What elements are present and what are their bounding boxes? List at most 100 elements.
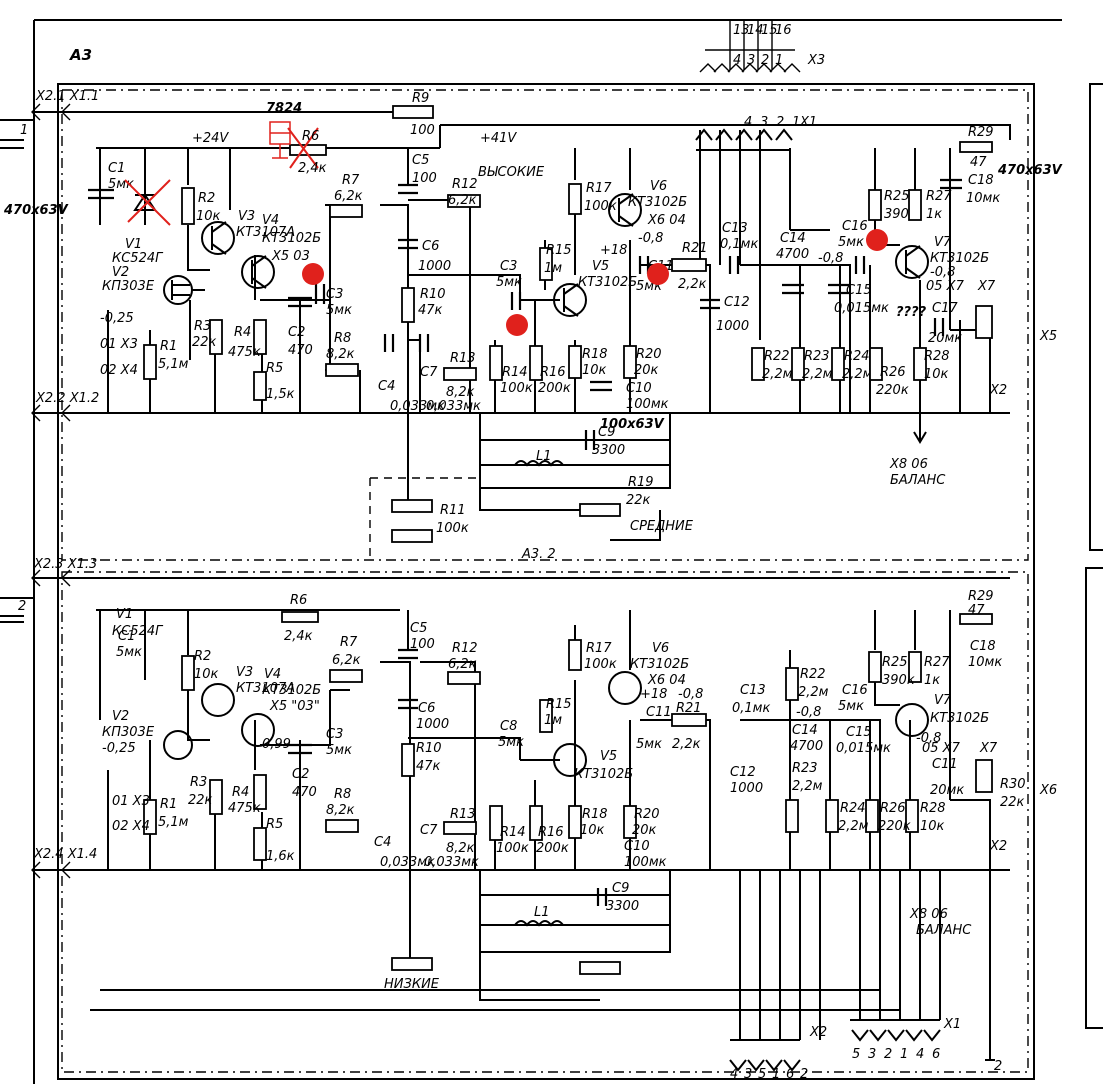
bottom-r22-label: R22	[800, 667, 826, 682]
bottom-v4-label: V4	[264, 667, 281, 682]
bottom-c9-label: C9	[612, 881, 629, 896]
bottom-x8: X8 06	[909, 907, 948, 922]
r23-label: R23	[804, 349, 830, 364]
r10-value: 47к	[418, 303, 443, 318]
c4-label: C4	[378, 379, 395, 394]
res-r10-top	[401, 287, 415, 323]
c16-label: C16	[842, 219, 868, 234]
x2-label-top: X2	[989, 383, 1007, 398]
bottom-c16-label: C16	[842, 683, 868, 698]
bottom-c8-value: 5мк	[498, 735, 524, 750]
c1-value: 5мк	[108, 177, 134, 192]
bottom-r4-label: R4	[232, 785, 249, 800]
r14-label: R14	[502, 365, 528, 380]
bottom-v3-type: КТ3107А	[236, 681, 295, 696]
x6-tag-top: X6 04	[647, 213, 686, 228]
c2-value: 470	[288, 343, 313, 358]
bottom-r26-label: R26	[880, 801, 906, 816]
bottom-r2-value: 10к	[194, 667, 219, 682]
bottom-c8-label: C8	[500, 719, 517, 734]
bottom-r13-value: 8,2к	[446, 841, 475, 856]
x2-bottom-pins: 4 3 5 1 6 2	[730, 1067, 808, 1082]
bottom-c7-label: C7	[420, 823, 438, 838]
r24-label: R24	[844, 349, 870, 364]
bottom-v2-voltage: -0,25	[102, 741, 136, 756]
v24-label: +24V	[192, 131, 229, 146]
r3-value: 22к	[192, 335, 217, 350]
red-dot-c3	[302, 263, 324, 285]
bottom-c10-label: C10	[624, 839, 650, 854]
red-dot-c11	[647, 263, 669, 285]
bottom-r16-label: R16	[538, 825, 564, 840]
bottom-c11b-label: C11	[932, 757, 958, 772]
pot-r19-top	[579, 503, 621, 517]
red-markers	[302, 229, 888, 336]
bottom-r25-value: 390к	[882, 673, 915, 688]
bottom-r16-value: 200к	[536, 841, 569, 856]
bottom-x4-point: 02 X4	[112, 819, 150, 834]
bottom-c15-label: C15	[846, 725, 872, 740]
c12-label: C12	[724, 295, 750, 310]
v4-type: КТ3102Б	[262, 231, 321, 246]
c10-value: 100мк	[626, 397, 669, 412]
red-dot-c8	[506, 314, 528, 336]
r29-label: R29	[968, 125, 994, 140]
cap-c12-top	[700, 298, 720, 310]
connector-x3-top	[699, 20, 801, 73]
cap-c5-top	[398, 183, 418, 195]
r1-label: R1	[160, 339, 177, 354]
cap-c9-top	[584, 430, 596, 450]
v6-type: КТ3102Б	[628, 195, 687, 210]
bottom-c13-label: C13	[740, 683, 766, 698]
bottom-r30-value: 22к	[1000, 795, 1025, 810]
res-r1-top	[143, 344, 157, 380]
r27-value: 1к	[926, 207, 942, 222]
r25-label: R25	[884, 189, 910, 204]
x4-point-top: 02 X4	[100, 363, 138, 378]
x5-tag-top: X5 03	[271, 249, 310, 264]
r5-label: R5	[266, 361, 283, 376]
c4-value: 0,033мк	[390, 399, 445, 414]
bottom-c18-label: C18	[970, 639, 996, 654]
x3-top-pins-upper: 13 14 15 16	[733, 23, 792, 38]
bottom-r22-value: 2,2м	[798, 685, 829, 700]
r5-value: 1,5к	[266, 387, 295, 402]
bottom-r18-label: R18	[582, 807, 608, 822]
bottom-r17-label: R17	[586, 641, 612, 656]
note-unknown: ????	[896, 305, 927, 320]
x5-label-right: X5	[1039, 329, 1057, 344]
bottom-r15-value: 1м	[544, 713, 562, 728]
bottom-l1-label: L1	[534, 905, 550, 920]
bottom-r5-value: 1,6к	[266, 849, 295, 864]
r21-value: 2,2к	[678, 277, 707, 292]
bottom-v6-label: V6	[652, 641, 669, 656]
r20-label: R20	[636, 347, 662, 362]
res-r16-top	[529, 345, 543, 381]
res-r18-top	[568, 345, 582, 379]
bottom-c13-value: 0,1мк	[732, 701, 770, 716]
bottom-r28-value: 10к	[920, 819, 945, 834]
bottom-r1-value: 5,1м	[158, 815, 189, 830]
r13-label: R13	[450, 351, 476, 366]
r21-label: R21	[682, 241, 708, 256]
c5-label: C5	[412, 153, 429, 168]
r28-value: 10к	[924, 367, 949, 382]
bottom-r23-label: R23	[792, 761, 818, 776]
bottom-r26-value: 220к	[878, 819, 911, 834]
c17-value: 20мк	[928, 331, 962, 346]
res-r8-top	[325, 363, 359, 377]
r22-label: R22	[764, 349, 790, 364]
v1-label: V1	[125, 237, 142, 252]
bottom-r2-label: R2	[194, 649, 211, 664]
res-r25-top	[868, 189, 882, 221]
res-r26-top	[869, 347, 883, 381]
c9-value: 3300	[592, 443, 625, 458]
bottom-c18-value: 10мк	[968, 655, 1002, 670]
bottom-c5-value: 100	[410, 637, 435, 652]
x1-top-arrows	[695, 128, 793, 151]
port-x2-2: X2.2 X1.2	[35, 391, 99, 406]
res-r4-top	[253, 319, 267, 355]
zener-v1-top	[124, 179, 171, 226]
v6-label: V6	[650, 179, 667, 194]
r2-value: 10к	[196, 209, 221, 224]
